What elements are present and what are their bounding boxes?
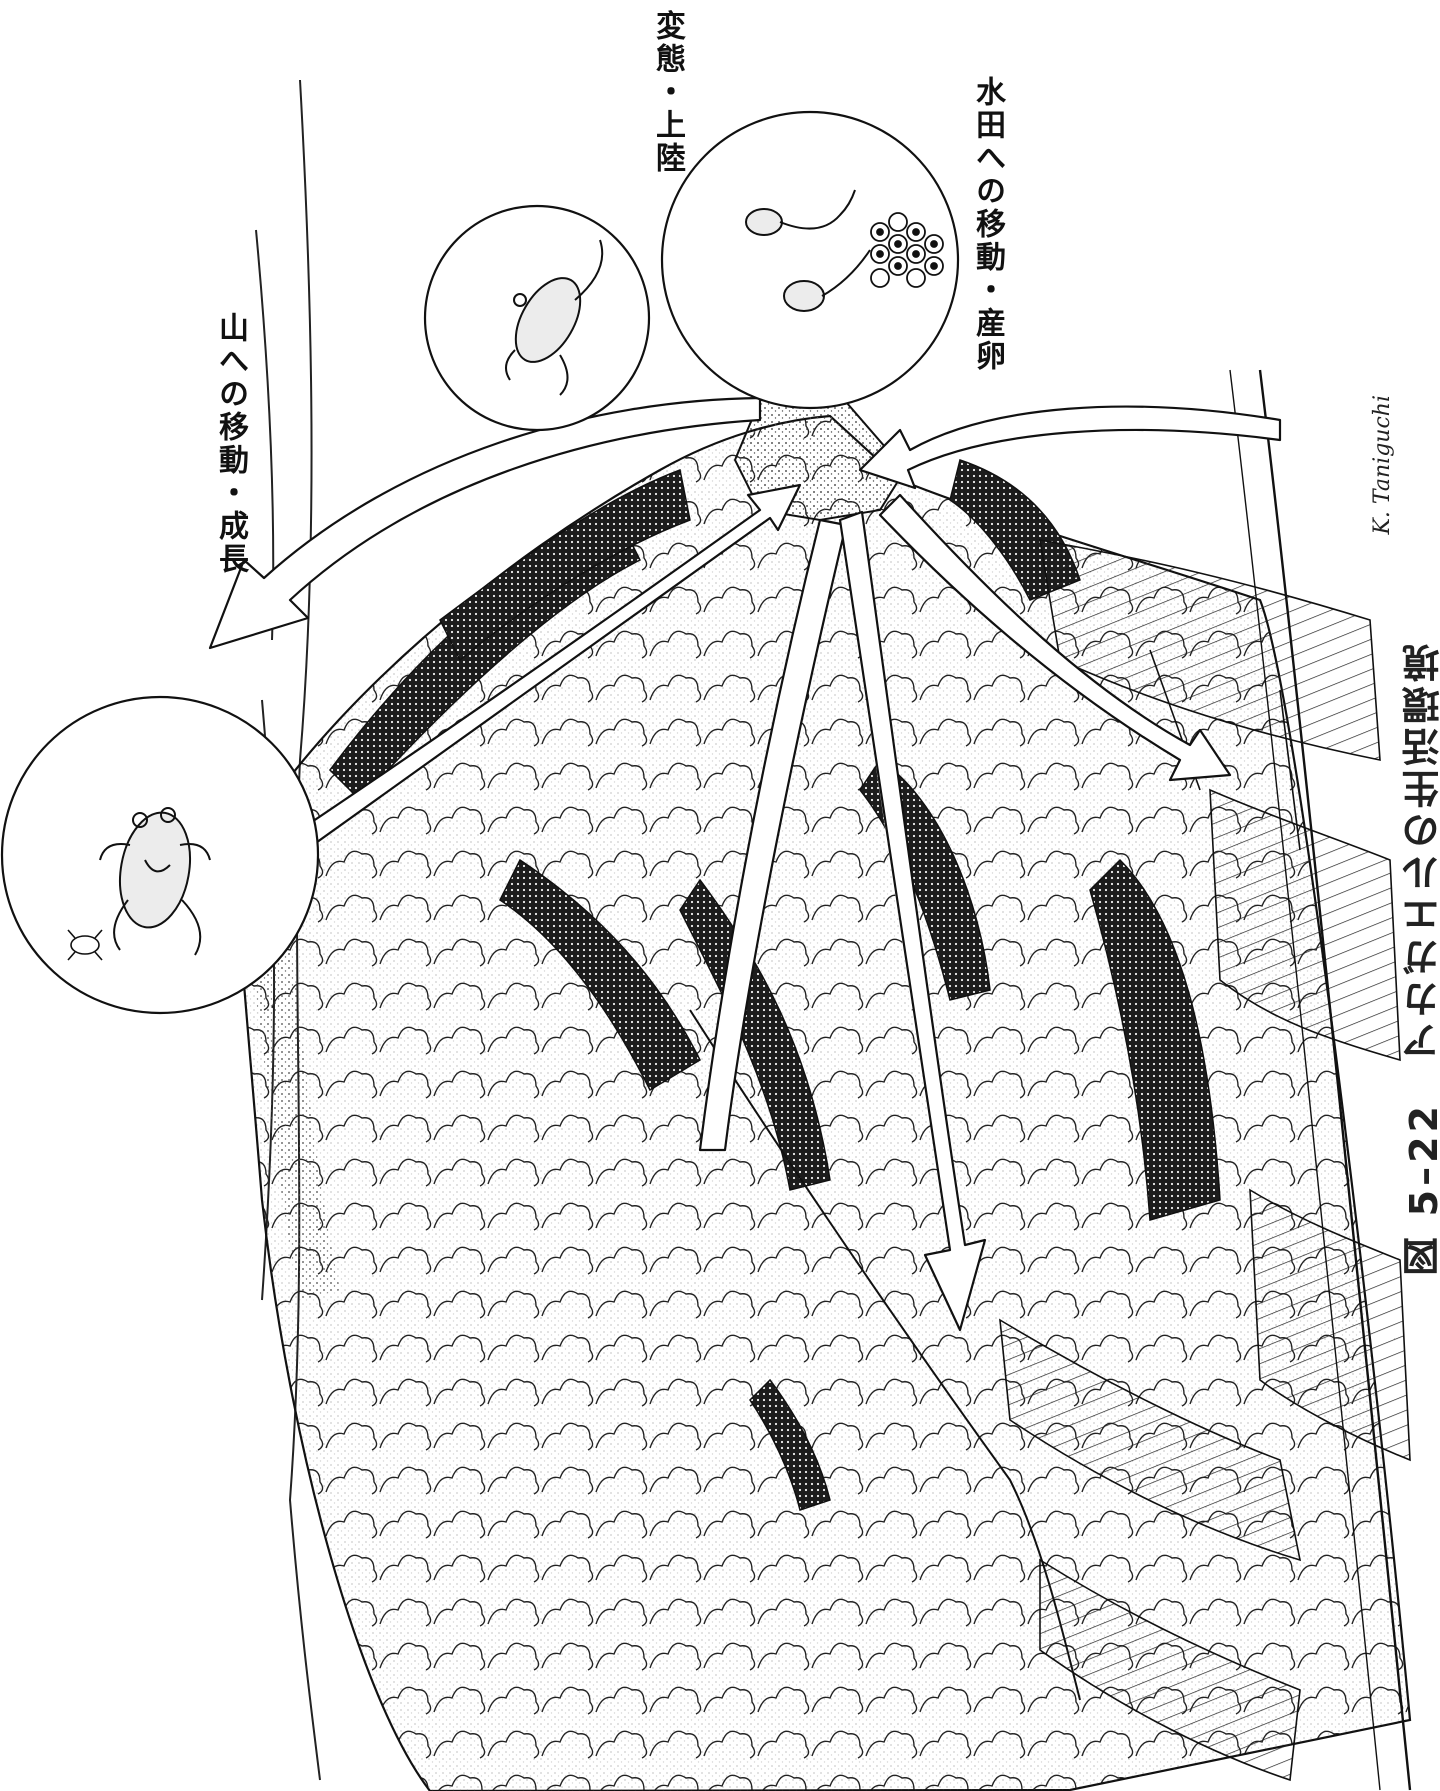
label-to-paddy: 水田への移動・産卵 <box>965 76 1009 373</box>
arrow-to-pond <box>860 407 1280 488</box>
label-metamorphosis: 変態・上陸 <box>645 10 689 175</box>
label-to-mountain: 山への移動・成長 <box>208 312 252 576</box>
figure-caption: 図 5–22 アカガエルの生活環境 <box>1396 640 1440 1276</box>
artist-signature: K. Taniguchi <box>1370 395 1395 535</box>
